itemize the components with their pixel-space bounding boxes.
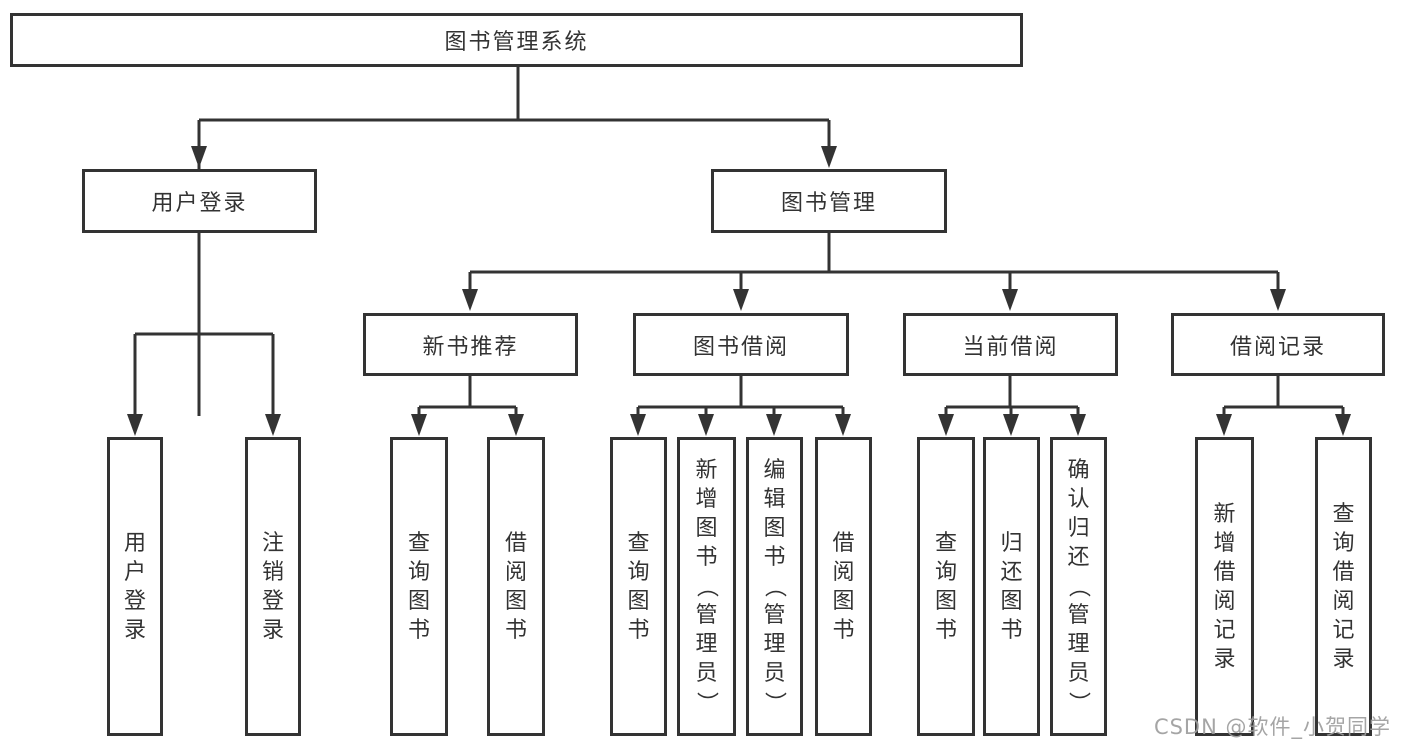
leaf-label: 归还图书 (1000, 530, 1023, 643)
leaf-label: 编辑图书（管理员） (761, 458, 787, 714)
leaf-rec-query-books: 查询图书 (390, 437, 448, 736)
leaf-current-return-books: 归还图书 (983, 437, 1040, 736)
connector-new-book-rec-subtree (411, 376, 524, 436)
arrowhead-icon (821, 146, 837, 168)
arrowhead-icon (265, 414, 281, 436)
arrowhead-icon (766, 414, 782, 436)
connector-line (468, 233, 1280, 291)
arrowhead-icon (462, 289, 478, 311)
leaf-rec-borrow-books: 借阅图书 (487, 437, 545, 736)
node-user-login: 用户登录 (82, 169, 317, 233)
node-borrow-records: 借阅记录 (1171, 313, 1385, 376)
leaf-label: 查询图书 (627, 530, 650, 643)
node-root-label: 图书管理系统 (444, 30, 589, 55)
connector-book-borrow-subtree (630, 376, 851, 436)
connector-root-to-level2 (191, 67, 837, 416)
connector-user-login-subtree (127, 233, 281, 436)
connector-line (944, 376, 1080, 416)
node-book-mgmt-label: 图书管理 (780, 191, 877, 216)
leaf-borrow-edit-books-admin: 编辑图书（管理员） (746, 437, 803, 736)
leaf-user-login: 用户登录 (107, 437, 163, 736)
leaf-borrow-query-books: 查询图书 (610, 437, 667, 736)
arrowhead-icon (1335, 414, 1351, 436)
node-book-borrow-label: 图书借阅 (692, 334, 789, 360)
leaf-label: 新增借阅记录 (1213, 501, 1236, 672)
node-borrow-records-label: 借阅记录 (1229, 334, 1326, 360)
leaf-label: 查询图书 (934, 530, 957, 643)
arrowhead-icon (1216, 414, 1232, 436)
node-new-book-rec: 新书推荐 (363, 313, 578, 376)
arrowhead-icon (1070, 414, 1086, 436)
connector-book-mgmt-to-level3 (462, 233, 1286, 311)
node-current-borrow-label: 当前借阅 (962, 334, 1059, 360)
leaf-logout: 注销登录 (245, 437, 301, 736)
leaf-label: 借阅图书 (504, 530, 527, 643)
node-book-borrow: 图书借阅 (633, 313, 849, 376)
arrowhead-icon (938, 414, 954, 436)
node-root: 图书管理系统 (10, 13, 1023, 67)
leaf-label: 确认归还（管理员） (1065, 458, 1091, 714)
node-current-borrow: 当前借阅 (903, 313, 1118, 376)
leaf-borrow-borrow-books: 借阅图书 (815, 437, 872, 736)
connector-line (636, 376, 845, 416)
arrowhead-icon (1002, 289, 1018, 311)
connector-line (197, 67, 831, 416)
connector-line (133, 233, 275, 416)
arrowhead-icon (508, 414, 524, 436)
leaf-label: 用户登录 (123, 530, 146, 643)
connector-line (1222, 376, 1345, 416)
leaf-label: 查询图书 (407, 530, 430, 643)
arrowhead-icon (127, 414, 143, 436)
leaf-records-query-record: 查询借阅记录 (1315, 437, 1372, 736)
arrowhead-icon (698, 414, 714, 436)
arrowhead-icon (835, 414, 851, 436)
connector-line (417, 376, 518, 416)
node-new-book-rec-label: 新书推荐 (422, 334, 519, 360)
leaf-label: 新增图书（管理员） (693, 458, 719, 714)
node-book-mgmt: 图书管理 (711, 169, 947, 233)
csdn-watermark: CSDN @软件_小贺同学 (1153, 715, 1391, 739)
leaf-label: 注销登录 (261, 530, 284, 643)
arrowhead-icon (1270, 289, 1286, 311)
arrowhead-icon (630, 414, 646, 436)
arrowhead-icon (411, 414, 427, 436)
arrowhead-icon (733, 289, 749, 311)
arrowhead-icon (191, 146, 207, 168)
leaf-records-add-record: 新增借阅记录 (1195, 437, 1254, 736)
leaf-borrow-add-books-admin: 新增图书（管理员） (677, 437, 736, 736)
leaf-label: 借阅图书 (832, 530, 855, 643)
leaf-current-query-books: 查询图书 (917, 437, 975, 736)
arrowhead-icon (1003, 414, 1019, 436)
connector-borrow-records-subtree (1216, 376, 1351, 436)
connector-current-borrow-subtree (938, 376, 1086, 436)
leaf-current-confirm-return-admin: 确认归还（管理员） (1050, 437, 1107, 736)
node-user-login-label: 用户登录 (151, 191, 248, 216)
leaf-label: 查询借阅记录 (1332, 501, 1355, 672)
